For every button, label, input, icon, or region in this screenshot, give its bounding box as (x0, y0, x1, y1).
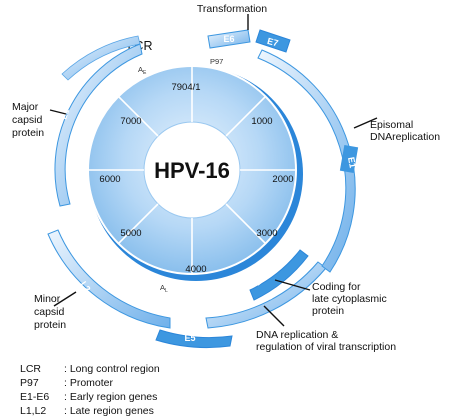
tick-5000: 5000 (120, 228, 141, 239)
annotation-episomal-line1: Episomal (370, 119, 413, 131)
annotation-minor-line2: capsid (34, 306, 65, 318)
legend-abbr-0: LCR (20, 363, 41, 375)
tick-6000: 6000 (99, 174, 120, 185)
gene-e1-band (257, 49, 356, 273)
annotation-major-line3: protein (12, 127, 44, 139)
gene-e1-tag (339, 144, 359, 174)
tick-3000: 3000 (256, 228, 277, 239)
gene-e5-text: E5 (184, 333, 195, 343)
annotation-transformation: Transformation (197, 3, 267, 15)
legend-desc-3: : Late region genes (64, 405, 154, 417)
tick-0: 7904/1 (171, 82, 200, 93)
gene-e7-label: E7 (266, 36, 279, 49)
legend-desc-0: : Long control region (64, 363, 160, 375)
annotation-minor-line3: protein (34, 319, 66, 331)
leader-lines (49, 14, 378, 327)
genome-spokes (88, 66, 296, 274)
annotation-coding-line3: protein (312, 305, 344, 317)
gene-l1-band (54, 43, 143, 207)
annotation-major-line1: Major (12, 101, 39, 113)
annotation-major-line2: capsid (12, 114, 43, 126)
annotation-minor-line1: Minor (34, 293, 61, 305)
promoter-p97: P97 (210, 57, 223, 66)
legend-abbr-2: E1-E6 (20, 391, 49, 403)
legend-abbr-1: P97 (20, 377, 39, 389)
promoter-a-late: AL (160, 283, 168, 294)
tick-2000: 2000 (272, 174, 293, 185)
annotation-coding-line2: late cytoplasmic (312, 293, 387, 305)
tick-7000: 7000 (120, 116, 141, 127)
legend: LCR : Long control region P97 : Promoter… (20, 363, 160, 417)
gene-e6-band (207, 29, 251, 49)
gene-l2-band (47, 229, 171, 329)
legend-abbr-3: L1,L2 (20, 405, 46, 417)
annotation-dnarep-line1: DNA replication & (256, 329, 338, 341)
promoter-a-early: AE (138, 65, 147, 76)
legend-desc-2: : Early region genes (64, 391, 157, 403)
gene-e4-band (249, 249, 309, 301)
tick-4000: 4000 (185, 264, 206, 275)
tick-1000: 1000 (251, 116, 272, 127)
gene-e6-label: E6 (223, 34, 234, 44)
annotation-coding-line1: Coding for (312, 281, 361, 293)
diagram-title: HPV-16 (154, 158, 230, 183)
gene-e1-label: E1 (346, 156, 358, 169)
gene-e5-band (155, 329, 233, 349)
legend-desc-1: : Promoter (64, 377, 114, 389)
gene-e7-band (255, 29, 291, 53)
gene-l2-label: L2 (78, 279, 92, 293)
annotation-episomal-line2: DNAreplication (370, 131, 440, 143)
annotation-dnarep-line2: regulation of viral transcription (256, 341, 396, 353)
